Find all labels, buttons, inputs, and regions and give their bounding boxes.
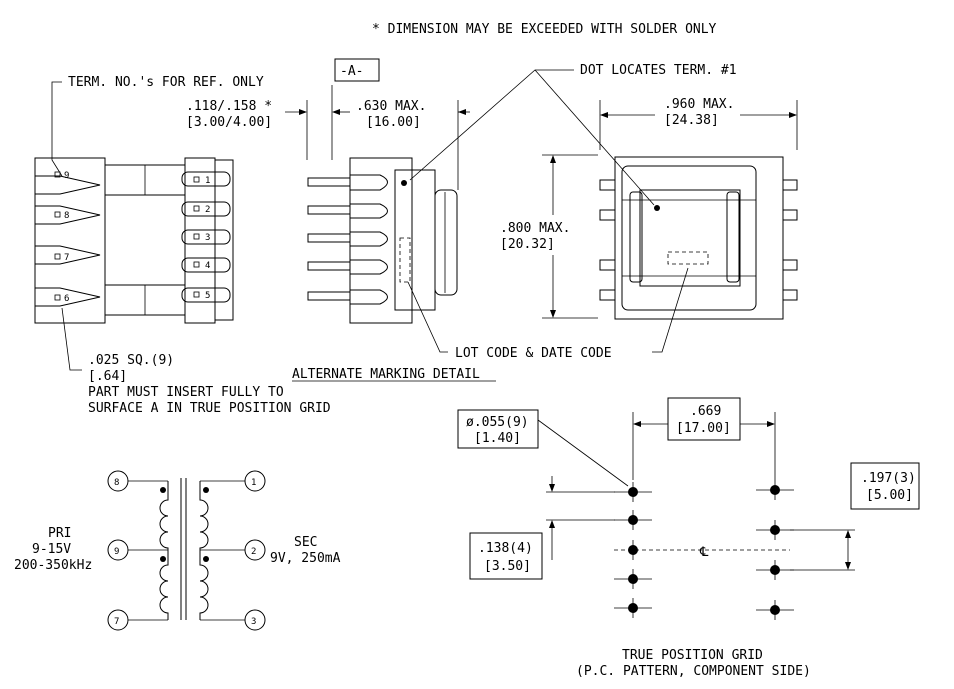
schematic-pin: 1	[251, 478, 256, 488]
pad-hole	[628, 574, 638, 584]
hole-dia-in: ø.055(9)	[466, 415, 529, 430]
right-flange	[184, 157, 216, 324]
pin-size-in: .025 SQ.(9)	[88, 353, 174, 368]
lot-code-note: LOT CODE & DATE CODE	[455, 346, 612, 361]
pin-size-mm: [.64]	[88, 369, 127, 384]
term-label: 5	[205, 291, 210, 301]
pri-frequency: 200-350kHz	[14, 558, 92, 573]
pitch-right-mm: [5.00]	[866, 488, 913, 503]
pri-voltage: 9-15V	[32, 542, 71, 557]
pin-length-in: .118/.158 *	[186, 99, 272, 114]
term-label: 1	[205, 176, 210, 186]
pad-hole	[628, 487, 638, 497]
height-in: .800 MAX.	[500, 221, 570, 236]
term-label: 8	[64, 211, 69, 221]
lot-code-box-side	[399, 237, 411, 283]
term-label: 2	[205, 205, 210, 215]
pad-hole	[770, 565, 780, 575]
pad-hole	[770, 605, 780, 615]
insert-note-1: PART MUST INSERT FULLY TO	[88, 385, 284, 400]
depth-in: .630 MAX.	[356, 99, 426, 114]
pitch-right-in: .197(3)	[861, 471, 916, 486]
true-position-grid: ø.055(9) [1.40] .669 [17.00] .197(3) [5.…	[457, 397, 920, 679]
pin-size-leader	[61, 307, 82, 371]
sec-label: SEC	[294, 535, 317, 550]
depth-mm: [16.00]	[366, 115, 421, 130]
pad-hole	[770, 485, 780, 495]
term1-dot	[401, 180, 407, 186]
schematic-pin: 7	[114, 617, 119, 627]
lot-code-box-top	[667, 251, 709, 265]
width-mm: [24.38]	[664, 113, 719, 128]
pad-hole	[770, 525, 780, 535]
secondary-winding	[199, 481, 209, 620]
hole-dia-mm: [1.40]	[474, 431, 521, 446]
datum-label: -A-	[340, 64, 363, 79]
pri-label: PRI	[48, 526, 71, 541]
pad-hole	[628, 545, 638, 555]
dot-note: DOT LOCATES TERM. #1	[580, 63, 737, 78]
pad-hole	[628, 515, 638, 525]
centerline-symbol: ℄	[699, 545, 709, 560]
term1-dot-top	[654, 205, 660, 211]
sec-rating: 9V, 250mA	[270, 551, 341, 566]
pin-length-mm: [3.00/4.00]	[186, 115, 272, 130]
datum-box	[334, 58, 380, 82]
grid-subtitle: (P.C. PATTERN, COMPONENT SIDE)	[576, 664, 811, 679]
term-ref-leader	[51, 81, 63, 177]
dimension-note: * DIMENSION MAY BE EXCEEDED WITH SOLDER …	[372, 22, 717, 37]
schematic-pin: 9	[114, 547, 119, 557]
schematic: 8 9 7 1 2 3 PRI 9-15V 200-350kHz SEC 9V,…	[14, 470, 341, 631]
term-ref-note: TERM. NO.'s FOR REF. ONLY	[68, 75, 264, 90]
primary-winding	[159, 481, 169, 620]
spacing-in: .669	[690, 404, 721, 419]
schematic-pin: 2	[251, 547, 256, 557]
height-mm: [20.32]	[500, 237, 555, 252]
schematic-pin: 8	[114, 478, 119, 488]
bottom-view: TERM. NO.'s FOR REF. ONLY 9 8 7 6 1	[34, 75, 331, 416]
term-label: 6	[64, 294, 69, 304]
pitch-left-in: .138(4)	[478, 541, 533, 556]
pitch-left-mm: [3.50]	[484, 559, 531, 574]
insert-note-2: SURFACE A IN TRUE POSITION GRID	[88, 401, 331, 416]
term-label: 9	[64, 171, 69, 181]
term-label: 3	[205, 233, 210, 243]
side-view: -A- .118/.158 * [3.00/4.00] .630 MAX. [1…	[186, 58, 470, 324]
alt-marking-label: ALTERNATE MARKING DETAIL	[292, 367, 480, 382]
top-view: .960 MAX. [24.38] .800 MAX. [20.32]	[500, 97, 798, 320]
width-in: .960 MAX.	[664, 97, 734, 112]
term-label: 4	[205, 261, 210, 271]
schematic-pin: 3	[251, 617, 256, 627]
grid-title: TRUE POSITION GRID	[622, 648, 763, 663]
pad-hole	[628, 603, 638, 613]
term-label: 7	[64, 253, 69, 263]
spacing-mm: [17.00]	[676, 421, 731, 436]
